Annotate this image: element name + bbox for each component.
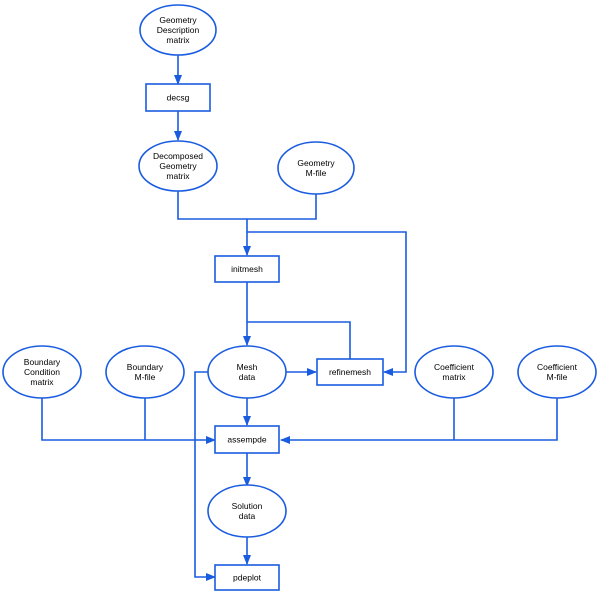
edge-geometry-to-refinemesh bbox=[247, 231, 407, 376]
label-line: M-file bbox=[547, 372, 568, 382]
label-line: M-file bbox=[135, 372, 156, 382]
label-line: matrix bbox=[442, 372, 466, 382]
ellipse-shape bbox=[2, 345, 82, 399]
label-line: Description bbox=[157, 25, 200, 35]
edge-boundary-to-assempde bbox=[41, 398, 216, 444]
label-line: Boundary bbox=[127, 362, 164, 372]
box-shape bbox=[214, 255, 280, 283]
node-label: refinemesh bbox=[329, 367, 371, 377]
label-line: initmesh bbox=[231, 264, 263, 274]
label-line: refinemesh bbox=[329, 367, 371, 377]
node-label: pdeplot bbox=[233, 573, 262, 583]
box-shape bbox=[145, 83, 211, 112]
ellipse-shape bbox=[139, 4, 217, 56]
edge-mesh-data-to-pdeplot bbox=[194, 371, 216, 581]
label-line: matrix bbox=[30, 377, 54, 387]
edge-decomposed-geometry-to-merge bbox=[177, 191, 317, 220]
node-label: initmesh bbox=[231, 264, 263, 274]
ellipse-shape bbox=[105, 345, 185, 399]
edge-coefficient-to-assempde bbox=[280, 398, 558, 444]
ellipse-shape bbox=[277, 141, 355, 195]
node-pdeplot: pdeplot bbox=[214, 564, 280, 591]
label-line: Geometry bbox=[159, 161, 197, 171]
ellipse-shape bbox=[517, 345, 597, 399]
label-line: Geometry bbox=[297, 158, 335, 168]
label-line: data bbox=[239, 511, 256, 521]
ellipse-shape bbox=[414, 345, 494, 399]
label-line: data bbox=[239, 372, 256, 382]
label-line: Mesh bbox=[237, 362, 258, 372]
ellipse-shape bbox=[138, 140, 218, 192]
label-line: Condition bbox=[24, 367, 60, 377]
label-line: decsg bbox=[167, 93, 190, 103]
ellipse-shape bbox=[207, 345, 287, 399]
node-assempde: assempde bbox=[214, 425, 280, 454]
label-line: Decomposed bbox=[153, 151, 203, 161]
label-line: matrix bbox=[166, 35, 190, 45]
label-line: pdeplot bbox=[233, 573, 262, 583]
edges bbox=[41, 55, 558, 581]
label-line: Coefficient bbox=[434, 362, 475, 372]
node-label: decsg bbox=[167, 93, 190, 103]
node-refinemesh: refinemesh bbox=[316, 358, 384, 386]
label-line: Coefficient bbox=[537, 362, 578, 372]
node-initmesh: initmesh bbox=[214, 255, 280, 283]
node-decsg: decsg bbox=[145, 83, 211, 112]
box-shape bbox=[214, 564, 280, 591]
label-line: Geometry bbox=[159, 15, 197, 25]
edge-refinemesh-feedback bbox=[247, 321, 351, 359]
ellipse-shape bbox=[207, 484, 287, 538]
node-label: assempde bbox=[227, 435, 266, 445]
box-shape bbox=[214, 425, 280, 454]
label-line: Boundary bbox=[24, 357, 61, 367]
label-line: M-file bbox=[306, 168, 327, 178]
box-shape bbox=[316, 358, 384, 386]
label-line: matrix bbox=[166, 171, 190, 181]
label-line: Solution bbox=[232, 501, 263, 511]
label-line: assempde bbox=[227, 435, 266, 445]
